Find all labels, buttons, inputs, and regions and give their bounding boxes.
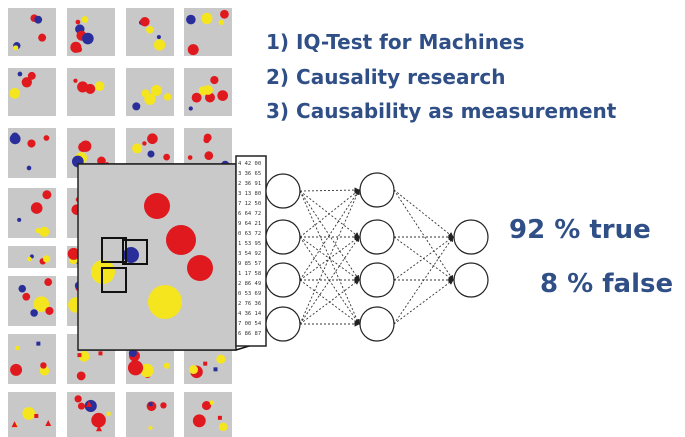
matrix-row: 4 36 14 — [238, 311, 262, 317]
input-node — [265, 219, 301, 255]
matrix-row: 2 36 91 — [238, 181, 261, 187]
matrix-row: 7 12 50 — [238, 201, 261, 207]
enlarged-tile — [77, 163, 237, 351]
matrix-row: 3 13 80 — [238, 191, 261, 197]
image-tile — [126, 392, 174, 437]
matrix-row: 6 64 72 — [238, 211, 261, 217]
matrix-row: 1 53 95 — [238, 241, 261, 247]
heading-item-3: 3) Causability as measurement — [266, 99, 617, 123]
matrix-row: 1 17 58 — [238, 271, 261, 277]
heading-item-1: 1) IQ-Test for Machines — [266, 30, 525, 54]
heading-item-2: 2) Causality research — [266, 65, 506, 89]
feature-matrix: 4 42 00 3 36 65 2 36 91 3 13 80 7 12 50 6 64 … — [235, 155, 267, 351]
network-edge — [299, 236, 360, 281]
input-node — [265, 262, 301, 298]
matrix-row: 9 85 57 — [238, 261, 261, 267]
matrix-row: 3 36 65 — [238, 171, 261, 177]
matrix-row: 0 53 69 — [238, 291, 261, 297]
result-false-label: 8 % false — [540, 269, 674, 299]
matrix-row: 0 63 72 — [238, 231, 261, 237]
matrix-row: 3 54 92 — [238, 251, 261, 257]
hidden-node — [359, 306, 395, 342]
network-edge — [393, 189, 454, 238]
input-node — [265, 306, 301, 342]
network-edge — [393, 236, 454, 281]
network-edge — [393, 189, 454, 281]
neural-network — [265, 172, 489, 342]
network-edge — [299, 189, 360, 238]
output-node — [453, 262, 489, 298]
matrix-row: 6 86 87 — [238, 331, 261, 337]
result-true-label: 92 % true — [509, 215, 651, 245]
network-edge — [299, 279, 360, 325]
network-edge — [393, 279, 454, 325]
matrix-row: 2 86 49 — [238, 281, 261, 287]
network-edge — [299, 189, 360, 325]
matrix-row: 4 42 00 — [238, 161, 261, 167]
network-edge — [299, 189, 360, 281]
input-node — [265, 173, 301, 209]
matrix-row: 9 64 21 — [238, 221, 261, 227]
hidden-node — [359, 172, 395, 208]
hidden-node — [359, 219, 395, 255]
image-tile — [8, 334, 56, 384]
output-node — [453, 219, 489, 255]
matrix-row: 7 00 54 — [238, 321, 262, 327]
hidden-node — [359, 262, 395, 298]
matrix-row: 2 76 36 — [238, 301, 261, 307]
network-edge — [299, 187, 360, 193]
network-edge — [299, 236, 360, 325]
network-edge — [393, 236, 454, 325]
